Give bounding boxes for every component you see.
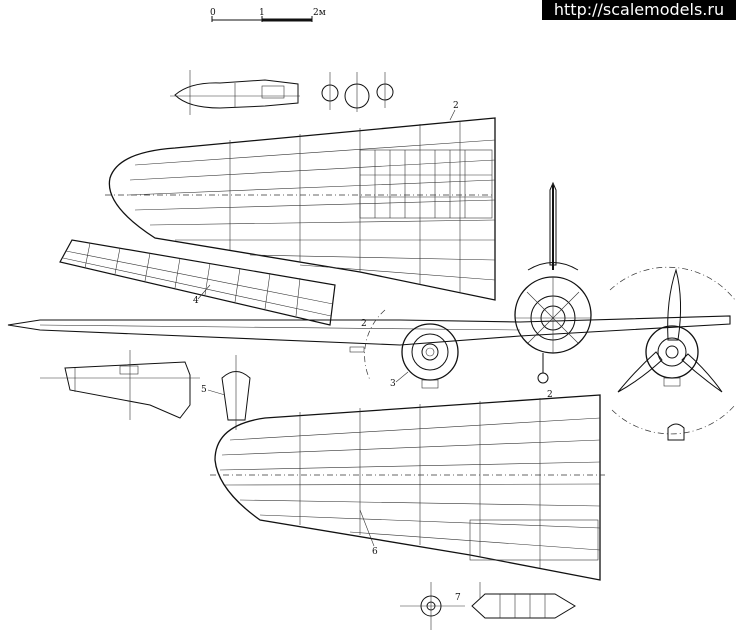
fuselage-front (514, 181, 592, 384)
scale-label-2: 2м (313, 8, 326, 18)
callout-2-upper-wing: 2 (453, 101, 459, 111)
left-engine-nacelle (364, 309, 459, 389)
watermark-url: http://scalemodels.ru (542, 0, 736, 20)
scale-label-1: 1 (259, 8, 265, 18)
lower-wing-planform (210, 394, 605, 581)
callout-labels: 2 4 2 3 5 2 6 7 (193, 101, 553, 603)
callout-4-flap: 4 (193, 296, 199, 306)
callout-3-engine: 3 (390, 379, 396, 389)
front-view-wing (7, 315, 731, 353)
upper-wing-planform (105, 117, 496, 301)
radiator-detail (40, 350, 251, 430)
callout-6-lower-wing: 6 (372, 547, 378, 557)
scale-bar: 0 1 2м (210, 8, 326, 22)
drop-tank-section-views (321, 72, 394, 112)
callout-7-tank: 7 (455, 593, 461, 603)
scale-label-0: 0 (210, 8, 216, 18)
right-engine-propeller (609, 266, 736, 441)
bottom-tank-detail (400, 582, 576, 630)
callout-2-wing-front: 2 (361, 319, 367, 329)
flap-structure (59, 239, 336, 326)
callout-5-radiator: 5 (201, 385, 207, 395)
callout-2-lower-wing: 2 (547, 390, 553, 400)
drop-tank-side-view (170, 70, 300, 115)
